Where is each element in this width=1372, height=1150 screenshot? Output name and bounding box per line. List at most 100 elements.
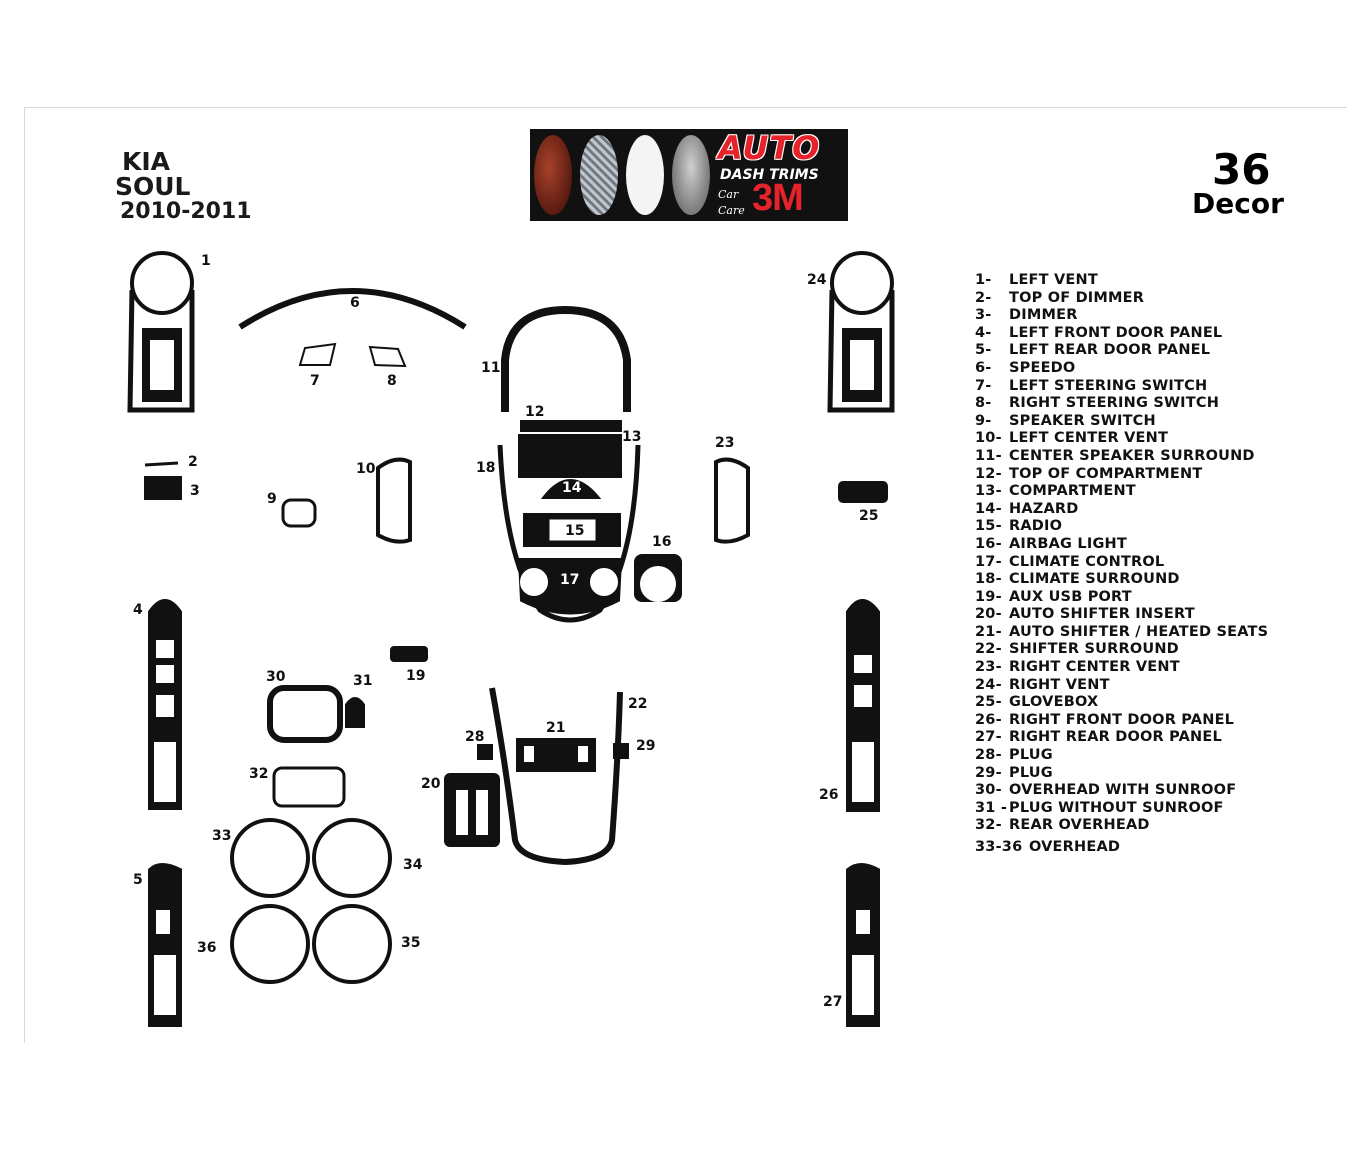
legend-item-name: LEFT FRONT DOOR PANEL <box>1009 324 1223 341</box>
legend-item-number: 8- <box>975 395 992 412</box>
part-label-10: 10 <box>356 461 376 477</box>
legend-item-number: 31 - <box>975 799 1008 816</box>
legend-item-number: 33-36 <box>975 839 1023 855</box>
legend-item-name: PLUG <box>1009 764 1053 781</box>
legend-item: 27-RIGHT REAR DOOR PANEL <box>975 729 1268 747</box>
legend-item: 20-AUTO SHIFTER INSERT <box>975 606 1268 624</box>
part-label-11: 11 <box>481 360 501 376</box>
legend-item-name: OVERHEAD <box>1029 839 1121 855</box>
part-label-20: 20 <box>421 776 441 792</box>
legend-item-name: LEFT REAR DOOR PANEL <box>1009 342 1211 359</box>
part-label-15: 15 <box>565 523 585 539</box>
part-label-6: 6 <box>350 295 360 311</box>
legend-item-number: 10- <box>975 430 1002 447</box>
legend-item-number: 25- <box>975 694 1002 711</box>
years-title: 2010-2011 <box>120 199 252 224</box>
legend-item-name: AUTO SHIFTER INSERT <box>1009 606 1195 623</box>
logo-3m-mark: 3M <box>752 177 804 219</box>
part-label-28: 28 <box>465 729 485 745</box>
part-label-29: 29 <box>636 738 656 754</box>
legend-item-name: DIMMER <box>1009 307 1078 324</box>
part-label-26: 26 <box>819 787 839 803</box>
legend-item: 11-CENTER SPEAKER SURROUND <box>975 448 1268 466</box>
legend-item-name: CLIMATE SURROUND <box>1009 571 1180 588</box>
legend-item: 4-LEFT FRONT DOOR PANEL <box>975 325 1268 343</box>
part-14-hazard <box>540 479 602 499</box>
legend-item: 1- LEFT VENT <box>975 272 1268 290</box>
legend-item: 19- AUX USB PORT <box>975 589 1268 607</box>
legend-item-number: 1- <box>975 272 992 288</box>
part-4-left-front-door-panel <box>148 599 182 810</box>
legend-item-number: 23- <box>975 659 1002 676</box>
burl-wood-swatch <box>534 135 572 215</box>
logo-car-text: Car <box>718 188 739 201</box>
part-label-23: 23 <box>715 435 735 451</box>
piece-count: 36 <box>1212 145 1271 194</box>
part-17-climate-control <box>517 558 623 615</box>
part-3-dimmer <box>144 476 182 500</box>
legend-item-number: 19- <box>975 588 1002 605</box>
legend-item-number: 15- <box>975 518 1002 535</box>
legend-item: 5-LEFT REAR DOOR PANEL <box>975 342 1268 360</box>
legend-item-name: RIGHT CENTER VENT <box>1009 659 1180 676</box>
legend-item: 21-AUTO SHIFTER / HEATED SEATS <box>975 624 1268 642</box>
legend-item: 28-PLUG <box>975 747 1268 765</box>
part-label-30: 30 <box>266 669 286 685</box>
legend-item: 17-CLIMATE CONTROL <box>975 554 1268 572</box>
decor-word: Decor <box>1192 187 1284 220</box>
legend-item-number: 17- <box>975 553 1002 570</box>
legend-item-number: 18- <box>975 571 1002 588</box>
legend-item-name: PLUG <box>1009 747 1053 764</box>
legend-item: 6- SPEEDO <box>975 360 1268 378</box>
part-32-rear-overhead <box>272 766 346 808</box>
part-6-speedo <box>238 288 467 330</box>
part-label-7: 7 <box>310 373 320 389</box>
part-13-compartment <box>518 434 622 478</box>
legend-item: 10- LEFT CENTER VENT <box>975 430 1268 448</box>
part-label-35: 35 <box>401 935 421 951</box>
legend-item-name: TOP OF COMPARTMENT <box>1009 465 1203 482</box>
part-30-overhead-with-sunroof <box>267 685 343 743</box>
legend-item-name: HAZARD <box>1009 500 1079 517</box>
model-title: SOUL <box>115 172 191 201</box>
part-label-12: 12 <box>525 404 545 420</box>
part-16-airbag-light <box>634 554 682 602</box>
granite-swatch <box>672 135 710 215</box>
legend-item-number: 16- <box>975 535 1002 552</box>
part-21-auto-shifter-heated-seats <box>516 738 596 772</box>
logo-care-text: Care <box>718 204 745 217</box>
legend-item-overhead-group: 33-36 OVERHEAD <box>975 839 1268 857</box>
legend-item-name: TOP OF DIMMER <box>1009 289 1145 306</box>
part-2-top-of-dimmer <box>144 461 179 467</box>
make-title: KIA <box>122 147 171 176</box>
legend-item: 18- CLIMATE SURROUND <box>975 571 1268 589</box>
legend-item-name: SPEEDO <box>1009 359 1076 376</box>
part-7-left-steering-switch <box>298 342 337 366</box>
legend-item-name: LEFT STEERING SWITCH <box>1009 377 1208 394</box>
part-35-overhead <box>312 904 392 984</box>
part-5-left-rear-door-panel <box>148 863 182 1027</box>
part-label-17: 17 <box>560 572 580 588</box>
part-20-auto-shifter-insert <box>444 773 500 847</box>
legend-item-name: CENTER SPEAKER SURROUND <box>1009 447 1255 464</box>
part-23-right-center-vent <box>714 457 750 544</box>
legend-item: 30-OVERHEAD WITH SUNROOF <box>975 782 1268 800</box>
part-28-plug <box>477 744 493 760</box>
legend-item-number: 6- <box>975 359 992 376</box>
part-label-1: 1 <box>201 253 211 269</box>
legend-item-name: LEFT CENTER VENT <box>1009 430 1169 447</box>
legend-item-name: AUTO SHIFTER / HEATED SEATS <box>1009 623 1269 640</box>
legend-item-name: PLUG WITHOUT SUNROOF <box>1009 799 1224 816</box>
legend-item: 26-RIGHT FRONT DOOR PANEL <box>975 712 1268 730</box>
white-swatch <box>626 135 664 215</box>
part-9-speaker-switch <box>281 498 317 528</box>
legend-item: 14-HAZARD <box>975 501 1268 519</box>
legend-item: 7-LEFT STEERING SWITCH <box>975 378 1268 396</box>
part-29-plug <box>613 743 629 759</box>
legend-item-name: AUX USB PORT <box>1009 588 1132 605</box>
legend-item-name: LEFT VENT <box>1009 272 1098 288</box>
legend-item-number: 12- <box>975 465 1002 482</box>
part-label-4: 4 <box>133 602 143 618</box>
legend-item-name: RADIO <box>1009 518 1063 535</box>
